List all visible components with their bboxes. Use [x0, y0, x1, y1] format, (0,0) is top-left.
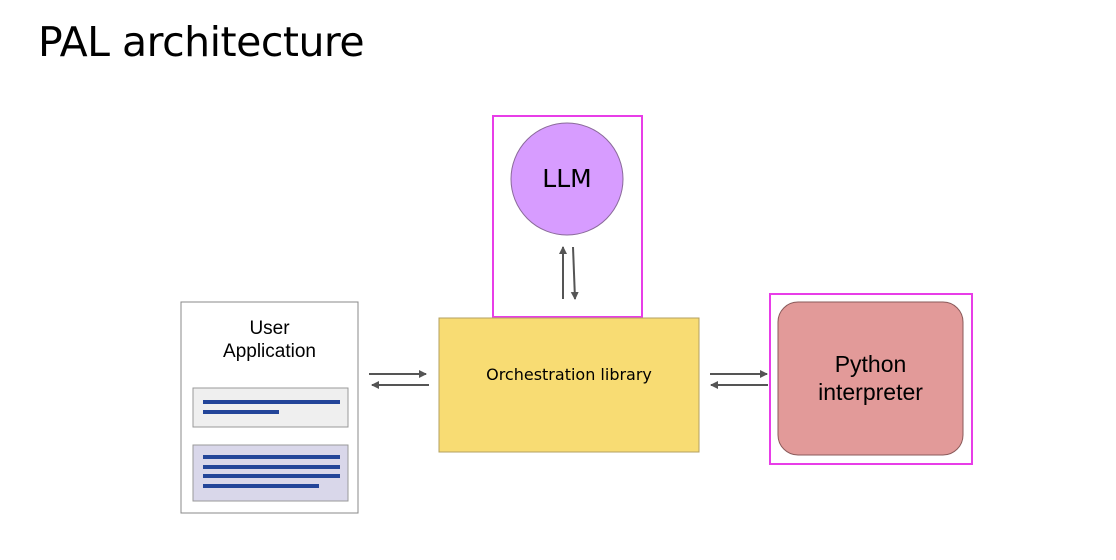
python-interpreter-label: Python interpreter — [778, 346, 963, 412]
user-application-label: User Application — [181, 314, 358, 368]
python-label-line2: interpreter — [818, 379, 923, 405]
page-title: PAL architecture — [38, 18, 365, 66]
python-highlight-frame — [769, 293, 973, 465]
orchestration-label: Orchestration library — [486, 365, 652, 385]
document-card-2 — [192, 444, 349, 502]
arrow-llm-to-orchestration — [570, 246, 579, 300]
user-application-label-line1: User — [249, 318, 290, 340]
llm-label: LLM — [542, 164, 592, 193]
python-label-line1: Python — [834, 351, 907, 378]
llm-node — [510, 122, 624, 236]
orchestration-node — [438, 317, 700, 453]
llm-highlight-frame — [492, 115, 643, 318]
user-application-label-line2: Application — [223, 341, 316, 362]
python-interpreter-node — [777, 301, 964, 456]
document-card-1 — [192, 387, 349, 428]
